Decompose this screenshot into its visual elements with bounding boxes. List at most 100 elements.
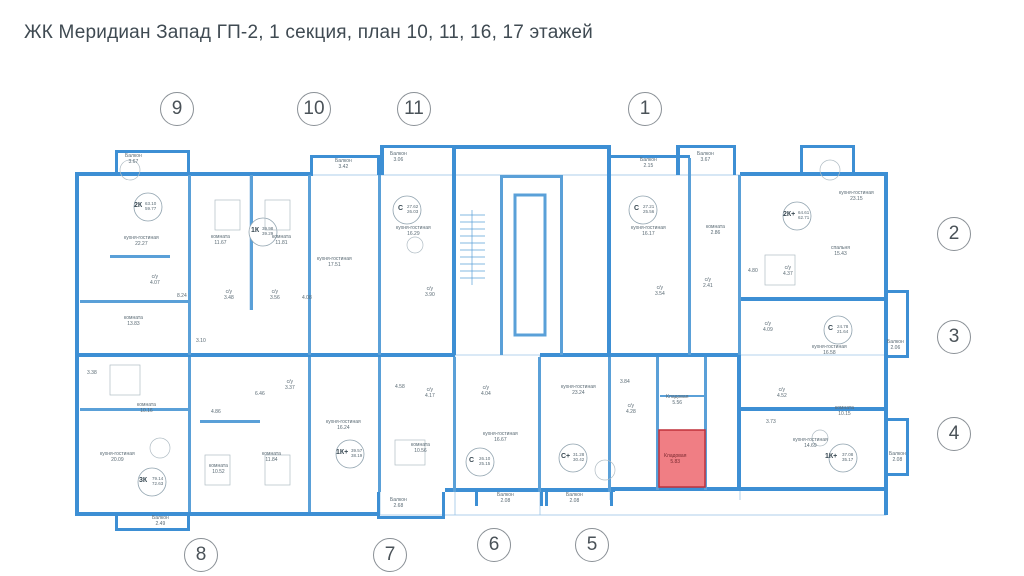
balcony-label-7: Балкон 2.68 <box>390 497 407 509</box>
apartment-number-6[interactable]: 6 <box>477 528 511 562</box>
room-label: кухня-гостиная 16.58 <box>812 344 847 356</box>
room-label: 3.10 <box>196 338 206 344</box>
apartment-type-3: С <box>828 325 834 332</box>
highlighted-storage-room <box>658 429 706 488</box>
room-label: 4.08 <box>302 295 312 301</box>
highlighted-storage-label: Кладовая 5.83 <box>664 453 687 465</box>
apartment-area-3: 24.78 21.64 <box>837 324 849 335</box>
room-label: с/у 3.48 <box>224 289 234 301</box>
room-label: кухня-гостиная 17.51 <box>317 256 352 268</box>
apartment-number-label: 5 <box>586 534 598 555</box>
room-label: с/у 4.07 <box>150 274 160 286</box>
apartment-type-11: С <box>398 205 404 212</box>
room-label: кухня-гостиная 23.24 <box>561 384 596 396</box>
apartment-number-2[interactable]: 2 <box>937 217 971 251</box>
apartment-number-5[interactable]: 5 <box>575 528 609 562</box>
apartment-area-5: 31.28 30.42 <box>573 452 585 463</box>
balcony-label-1: Балкон 2.15 <box>640 157 657 169</box>
room-label: с/у 3.90 <box>425 286 435 298</box>
apartment-area-4: 37.08 35.17 <box>842 452 854 463</box>
room-label: кухня-гостиная 22.27 <box>124 235 159 247</box>
apartment-area-8: 79.14 72.63 <box>152 476 164 487</box>
room-label: 8.24 <box>177 293 187 299</box>
room-label: комната 13.83 <box>124 315 143 327</box>
apartment-type-1: С <box>634 205 640 212</box>
room-label: комната 10.56 <box>411 442 430 454</box>
room-label: кухня-гостиная 20.09 <box>100 451 135 463</box>
balcony-label-1r: Балкон 3.67 <box>697 151 714 163</box>
apartment-area-6: 26.10 25.15 <box>479 456 491 467</box>
room-label: кухня-гостиная 16.17 <box>631 225 666 237</box>
room-label: комната 11.84 <box>262 451 281 463</box>
apartment-type-10: 1К <box>251 227 260 234</box>
room-label: комната 10.52 <box>209 463 228 475</box>
balcony-label-6: Балкон 2.08 <box>497 492 514 504</box>
room-label: с/у 4.04 <box>481 385 491 397</box>
room-label: с/у 4.09 <box>763 321 773 333</box>
apartment-number-label: 11 <box>404 98 424 119</box>
apartment-number-4[interactable]: 4 <box>937 417 971 451</box>
apartment-number-11[interactable]: 11 <box>397 92 431 126</box>
room-label: с/у 3.37 <box>285 379 295 391</box>
balcony-label-5: Балкон 2.08 <box>566 492 583 504</box>
apartment-number-1[interactable]: 1 <box>628 92 662 126</box>
apartment-type-5: С+ <box>561 453 571 460</box>
apartment-type-4: 1К+ <box>825 453 838 460</box>
room-label: кухня-гостиная 23.15 <box>839 190 874 202</box>
apartment-number-8[interactable]: 8 <box>184 538 218 572</box>
room-label: с/у 4.37 <box>783 265 793 277</box>
room-label: 4.58 <box>395 384 405 390</box>
balcony-label-3: Балкон 2.06 <box>887 339 904 351</box>
balcony-label-8: Балкон 2.49 <box>152 515 169 527</box>
apartment-area-2: 64.61 62.71 <box>798 210 810 221</box>
room-label: комната 11.81 <box>272 234 291 246</box>
room-label: комната 10.15 <box>835 405 854 417</box>
apartment-number-label: 7 <box>384 544 396 565</box>
balcony-label-11: Балкон 3.06 <box>390 151 407 163</box>
apartment-number-label: 9 <box>171 98 183 119</box>
room-label: комната 10.16 <box>137 402 156 414</box>
room-label: 6.46 <box>255 391 265 397</box>
apartment-area-7: 39.57 38.19 <box>351 448 363 459</box>
apartment-number-label: 1 <box>639 98 651 119</box>
apartment-number-3[interactable]: 3 <box>937 320 971 354</box>
room-label: спальня 15.43 <box>831 245 850 257</box>
apartment-number-10[interactable]: 10 <box>297 92 331 126</box>
room-label: кухня-гостиная 14.69 <box>793 437 828 449</box>
apartment-number-7[interactable]: 7 <box>373 538 407 572</box>
room-label: 4.86 <box>211 409 221 415</box>
apartment-area-10: 39.98 39.29 <box>262 226 274 237</box>
apartment-number-label: 2 <box>948 223 960 244</box>
apartment-area-1: 27.21 25.56 <box>643 204 655 215</box>
page-title: ЖК Меридиан Запад ГП-2, 1 секция, план 1… <box>24 22 593 43</box>
room-label: Кладовая 5.56 <box>666 394 689 406</box>
apartment-type-6: С <box>469 457 475 464</box>
apartment-area-11: 27.62 26.03 <box>407 204 419 215</box>
apartment-area-9: 63.10 59.77 <box>145 201 157 212</box>
apartment-number-9[interactable]: 9 <box>160 92 194 126</box>
room-label: с/у 3.54 <box>655 285 665 297</box>
room-label: 3.84 <box>620 379 630 385</box>
apartment-number-label: 6 <box>488 534 500 555</box>
room-label: кухня-гостиная 16.67 <box>483 431 518 443</box>
apartment-number-label: 8 <box>195 544 207 565</box>
room-label: с/у 4.52 <box>777 387 787 399</box>
apartment-type-7: 1К+ <box>336 449 349 456</box>
balcony-label-10: Балкон 3.42 <box>335 158 352 170</box>
apartment-number-label: 4 <box>948 423 960 444</box>
balcony-label-4: Балкон 2.08 <box>889 451 906 463</box>
room-label: с/у 4.28 <box>626 403 636 415</box>
room-label: 3.38 <box>87 370 97 376</box>
room-label: 3.73 <box>766 419 776 425</box>
room-label: с/у 4.17 <box>425 387 435 399</box>
apartment-type-8: 3К <box>139 477 148 484</box>
apartment-type-2: 2К+ <box>783 211 796 218</box>
room-label: кухня-гостиная 16.24 <box>326 419 361 431</box>
apartment-type-9: 2К <box>134 202 143 209</box>
room-label: 4.80 <box>748 268 758 274</box>
room-label: комната 2.86 <box>706 224 725 236</box>
room-label: кухня-гостиная 16.29 <box>396 225 431 237</box>
room-label: с/у 3.56 <box>270 289 280 301</box>
